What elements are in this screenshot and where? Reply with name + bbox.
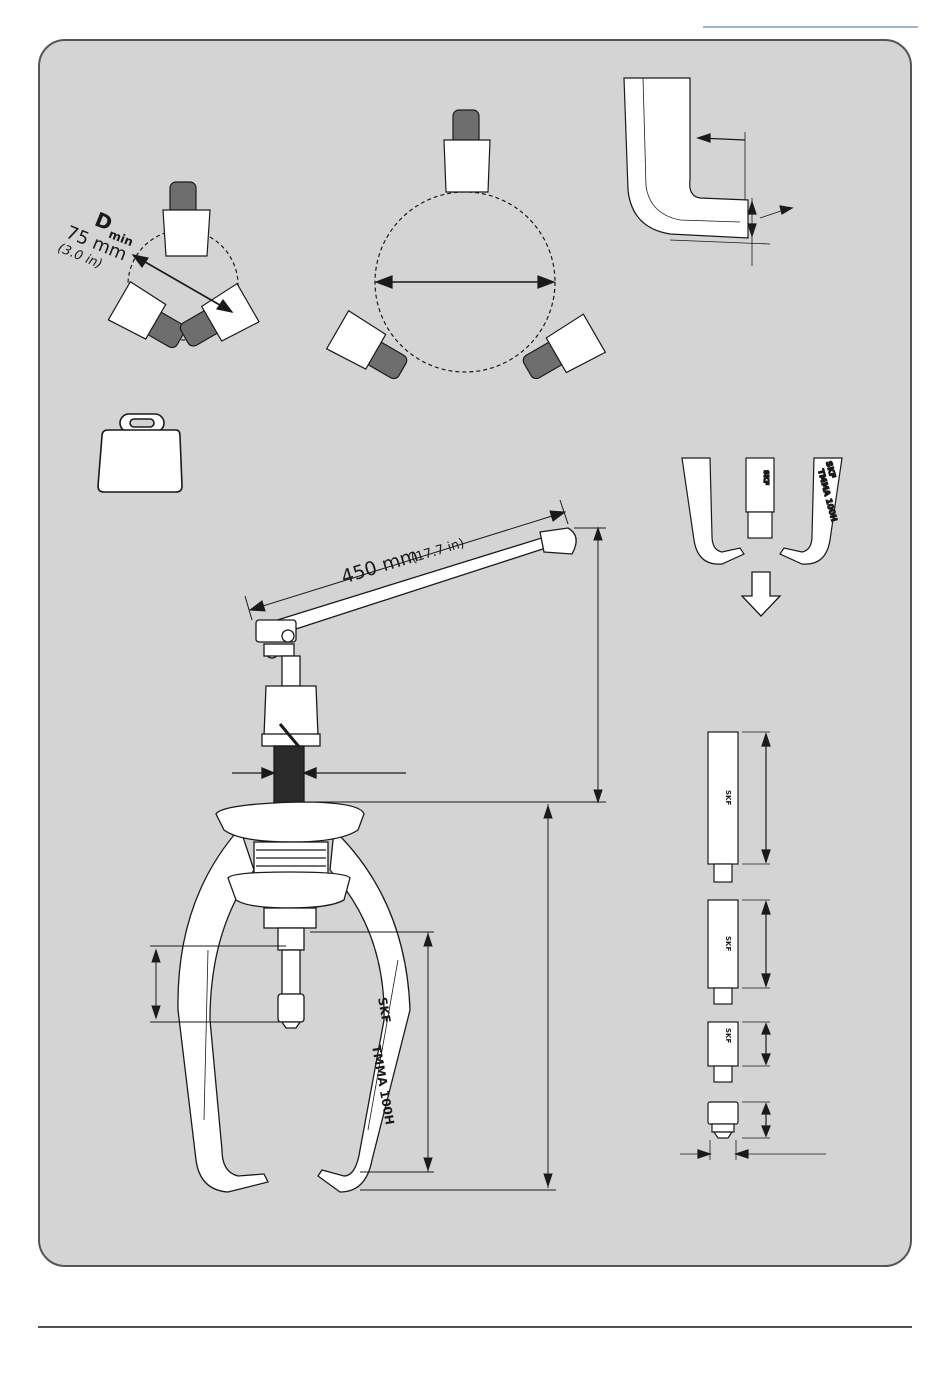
extension-medium-brand: SKF: [724, 936, 732, 951]
threaded-spindle: [274, 746, 304, 804]
extension-short-brand: SKF: [724, 1028, 732, 1043]
extension-long-brand: SKF: [724, 790, 732, 805]
detail-extension-brand: SKF: [762, 470, 770, 485]
